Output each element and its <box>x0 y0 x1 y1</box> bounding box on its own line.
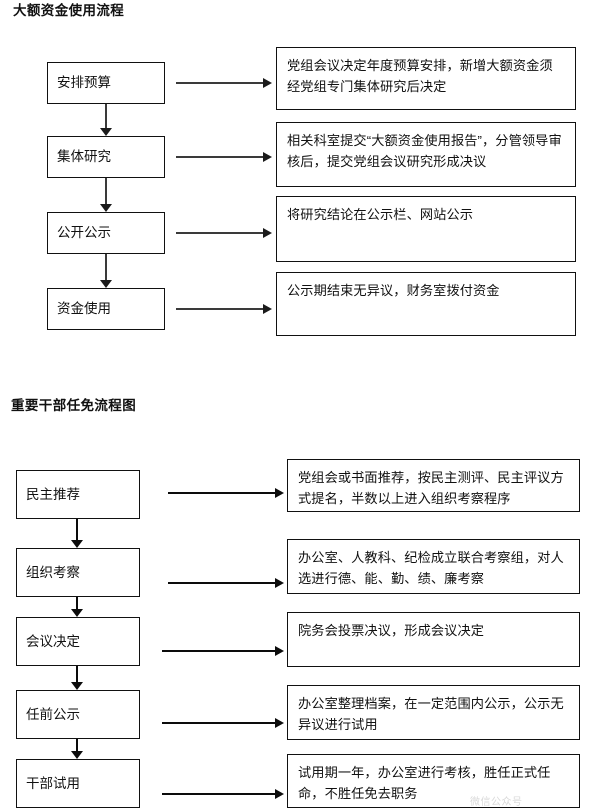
chart2-horizontal-arrow-4 <box>162 718 284 728</box>
chart2-horizontal-arrow-2 <box>168 578 284 588</box>
chart1-vertical-arrow-2 <box>100 178 112 212</box>
chart1-title: 大额资金使用流程 <box>13 3 125 18</box>
chart2-node-1-label: 民主推荐 <box>26 486 80 502</box>
chart2-node-3[interactable]: 会议决定 <box>16 617 140 666</box>
chart2-node-2[interactable]: 组织考察 <box>16 548 140 597</box>
chart2-node-5[interactable]: 干部试用 <box>16 759 140 808</box>
chart2-desc-2-text: 办公室、人教科、纪检成立联合考察组，对人选进行德、能、勤、绩、廉考察 <box>298 550 564 586</box>
chart1-desc-2-text: 相关科室提交“大额资金使用报告”，分管领导审核后，提交党组会议研究形成决议 <box>287 133 562 169</box>
chart2-vertical-arrow-1 <box>71 519 83 548</box>
chart2-node-5-label: 干部试用 <box>26 775 80 791</box>
chart1-desc-4-text: 公示期结束无异议，财务室拨付资金 <box>287 283 500 298</box>
chart2-vertical-arrow-2 <box>71 597 83 617</box>
chart2-node-1[interactable]: 民主推荐 <box>16 470 140 519</box>
chart2-desc-1-text: 党组会或书面推荐，按民主测评、民主评议方式提名，半数以上进入组织考察程序 <box>298 470 564 506</box>
chart1-node-2-label: 集体研究 <box>57 149 111 164</box>
chart1-node-1[interactable]: 安排预算 <box>47 62 165 104</box>
chart2-desc-4: 办公室整理档案，在一定范围内公示，公示无异议进行试用 <box>287 685 580 740</box>
chart2-node-2-label: 组织考察 <box>26 564 80 580</box>
chart1-horizontal-arrow-2 <box>176 152 272 162</box>
chart2-desc-4-text: 办公室整理档案，在一定范围内公示，公示无异议进行试用 <box>298 696 564 732</box>
chart1-desc-2: 相关科室提交“大额资金使用报告”，分管领导审核后，提交党组会议研究形成决议 <box>276 122 576 187</box>
chart1-horizontal-arrow-4 <box>176 304 272 314</box>
chart2-desc-1: 党组会或书面推荐，按民主测评、民主评议方式提名，半数以上进入组织考察程序 <box>287 459 580 512</box>
chart2-desc-3-text: 院务会投票决议，形成会议决定 <box>298 623 485 638</box>
chart2-node-4-label: 任前公示 <box>26 706 80 722</box>
chart2-desc-5: 试用期一年，办公室进行考核，胜任正式任命，不胜任免去职务 <box>287 754 580 808</box>
chart1-desc-3: 将研究结论在公示栏、网站公示 <box>276 196 576 262</box>
chart1-vertical-arrow-1 <box>100 104 112 136</box>
chart2-horizontal-arrow-1 <box>168 488 284 498</box>
chart1-desc-1-text: 党组会议决定年度预算安排，新增大额资金须经党组专门集体研究后决定 <box>287 58 553 94</box>
chart1-node-4[interactable]: 资金使用 <box>47 288 165 330</box>
chart1-desc-3-text: 将研究结论在公示栏、网站公示 <box>287 207 474 222</box>
chart2-desc-5-text: 试用期一年，办公室进行考核，胜任正式任命，不胜任免去职务 <box>298 765 551 801</box>
chart1-node-1-label: 安排预算 <box>57 75 111 90</box>
chart2-node-4[interactable]: 任前公示 <box>16 690 140 739</box>
chart1-horizontal-arrow-1 <box>176 78 272 88</box>
chart1-node-3-label: 公开公示 <box>57 225 111 240</box>
chart1-node-3[interactable]: 公开公示 <box>47 212 165 254</box>
chart2-title: 重要干部任免流程图 <box>11 398 137 413</box>
chart2-node-3-label: 会议决定 <box>26 633 80 649</box>
watermark: 微信公众号 <box>470 797 523 808</box>
chart1-node-4-label: 资金使用 <box>57 301 111 316</box>
chart2-vertical-arrow-4 <box>71 739 83 759</box>
chart1-horizontal-arrow-3 <box>176 228 272 238</box>
chart2-desc-2: 办公室、人教科、纪检成立联合考察组，对人选进行德、能、勤、绩、廉考察 <box>287 539 580 594</box>
chart1-desc-4: 公示期结束无异议，财务室拨付资金 <box>276 272 576 336</box>
chart2-vertical-arrow-3 <box>71 666 83 690</box>
chart2-horizontal-arrow-3 <box>162 646 284 656</box>
chart1-desc-1: 党组会议决定年度预算安排，新增大额资金须经党组专门集体研究后决定 <box>276 47 576 110</box>
chart1-node-2[interactable]: 集体研究 <box>47 136 165 178</box>
chart2-desc-3: 院务会投票决议，形成会议决定 <box>287 612 580 667</box>
chart2-horizontal-arrow-5 <box>162 789 284 799</box>
chart1-vertical-arrow-3 <box>100 254 112 288</box>
